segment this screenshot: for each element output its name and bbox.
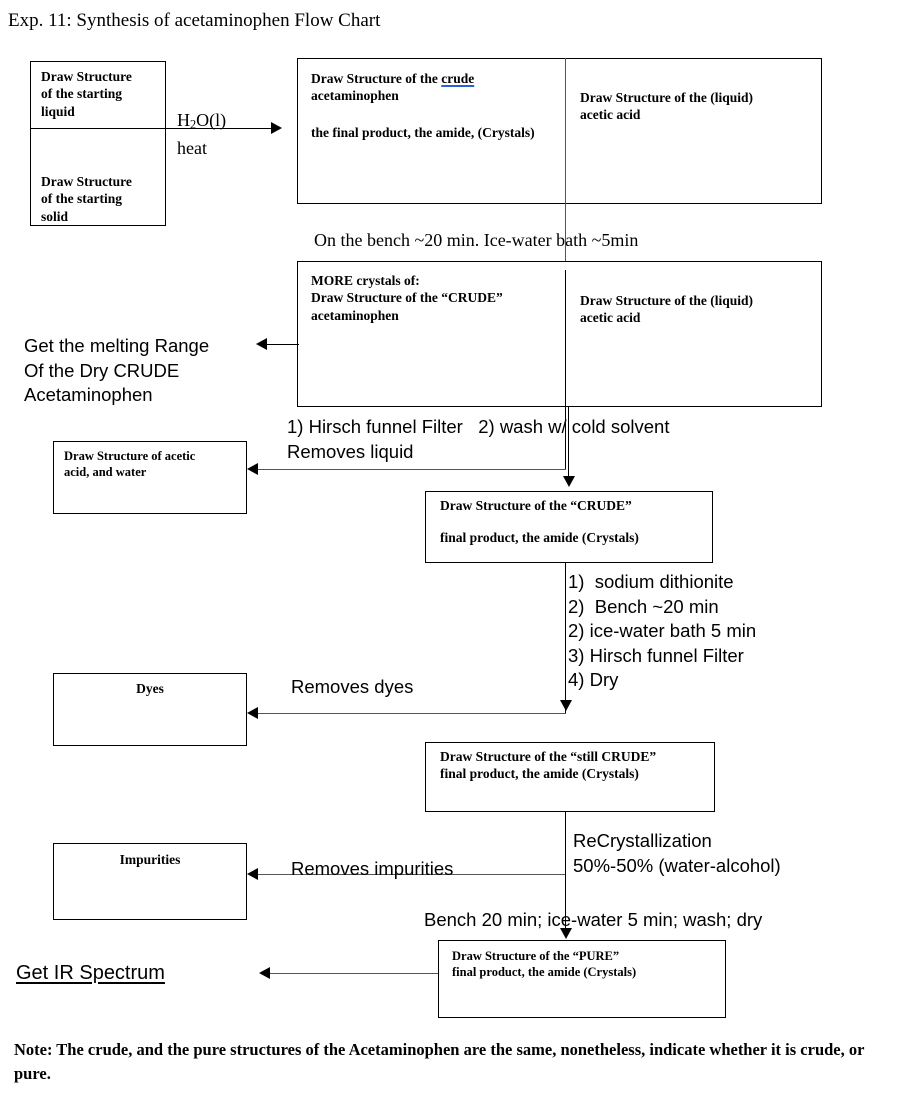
more-crystals-box <box>297 261 822 407</box>
dyes-box <box>53 673 247 746</box>
h2o-label: H2O(l) <box>177 110 227 132</box>
starting-liquid-label: Draw Structure of the starting liquid <box>41 69 132 119</box>
pure-product-label: Draw Structure of the “PURE” final produ… <box>452 949 637 979</box>
dyes-label: Dyes <box>136 681 164 696</box>
arrow-removes-impurities-shaft <box>258 874 566 876</box>
starting-materials-divider <box>30 128 166 130</box>
arrow-ir-spectrum-head <box>259 967 270 979</box>
arrow-to-acetic-water-head <box>247 463 258 475</box>
more-crystals-box-divider <box>565 270 567 407</box>
crude-product-line2: final product, the amide (Crystals) <box>440 530 639 545</box>
removes-liquid-label: Removes liquid <box>287 441 414 462</box>
recrystallization-label: ReCrystallization 50%-50% (water-alcohol… <box>573 830 781 876</box>
connector-still-crude-down <box>565 812 567 875</box>
starting-materials-box <box>30 61 166 226</box>
connector-to-acetic-water-shaft <box>258 469 566 471</box>
removes-dyes-label: Removes dyes <box>291 676 414 697</box>
connector-first-to-second <box>565 204 567 262</box>
acetic-acid-water-box <box>53 441 247 514</box>
hirsch-wash-label: 1) Hirsch funnel Filter 2) wash w/ cold … <box>287 416 670 437</box>
arrow-removes-dyes-head <box>247 707 258 719</box>
arrow-melting-range-shaft <box>267 344 299 346</box>
footer-note: Note: The crude, and the pure structures… <box>14 1040 865 1083</box>
crude-product-box <box>425 491 713 563</box>
acetic-acid-water-label: Draw Structure of acetic acid, and water <box>64 449 196 479</box>
page-title: Exp. 11: Synthesis of acetaminophen Flow… <box>8 10 381 31</box>
acetic-acid-liquid-2-label: Draw Structure of the (liquid) acetic ac… <box>580 293 753 326</box>
first-product-box-divider <box>565 58 567 204</box>
melting-range-label: Get the melting Range Of the Dry CRUDE A… <box>24 335 210 406</box>
connector-to-crude-box <box>568 407 570 478</box>
bench-ice-water-label: On the bench ~20 min. Ice-water bath ~5m… <box>314 230 639 250</box>
arrow-ir-spectrum-shaft <box>270 973 438 975</box>
removes-impurities-label: Removes impurities <box>291 858 454 879</box>
pure-product-box <box>438 940 726 1018</box>
first-product-box <box>297 58 822 204</box>
crude-spellcheck-word: crude <box>441 71 475 86</box>
bench-wash-dry-label: Bench 20 min; ice-water 5 min; wash; dry <box>424 909 763 930</box>
more-crystals-label: MORE crystals of: Draw Structure of the … <box>311 273 503 323</box>
crude-product-line1: Draw Structure of the “CRUDE” <box>440 498 632 513</box>
impurities-label: Impurities <box>119 852 181 867</box>
dithionite-steps-label: 1) sodium dithionite 2) Bench ~20 min 2)… <box>568 571 757 691</box>
arrow-removes-impurities-head <box>247 868 258 880</box>
arrow-removes-dyes-shaft <box>258 713 566 715</box>
still-crude-label: Draw Structure of the “still CRUDE” fina… <box>440 749 657 782</box>
arrow-to-pure-box-head <box>560 928 572 939</box>
final-product-amide-label: the final product, the amide, (Crystals) <box>311 125 535 140</box>
get-ir-spectrum-label: Get IR Spectrum <box>16 962 165 984</box>
heat-label: heat <box>177 138 207 158</box>
acetic-acid-liquid-label: Draw Structure of the (liquid) acetic ac… <box>580 90 753 123</box>
connector-crude-down <box>565 563 567 713</box>
arrow-crude-down-head <box>560 700 572 711</box>
impurities-box <box>53 843 247 920</box>
connector-box2-down <box>565 407 567 470</box>
connector-to-pure-box <box>565 874 567 932</box>
still-crude-box <box>425 742 715 812</box>
arrow-to-crude-box-head <box>563 476 575 487</box>
arrow-melting-range-head <box>256 338 267 350</box>
starting-solid-label: Draw Structure of the starting solid <box>41 174 132 224</box>
arrow-reaction-head <box>271 122 282 134</box>
arrow-reaction-shaft <box>166 128 271 130</box>
